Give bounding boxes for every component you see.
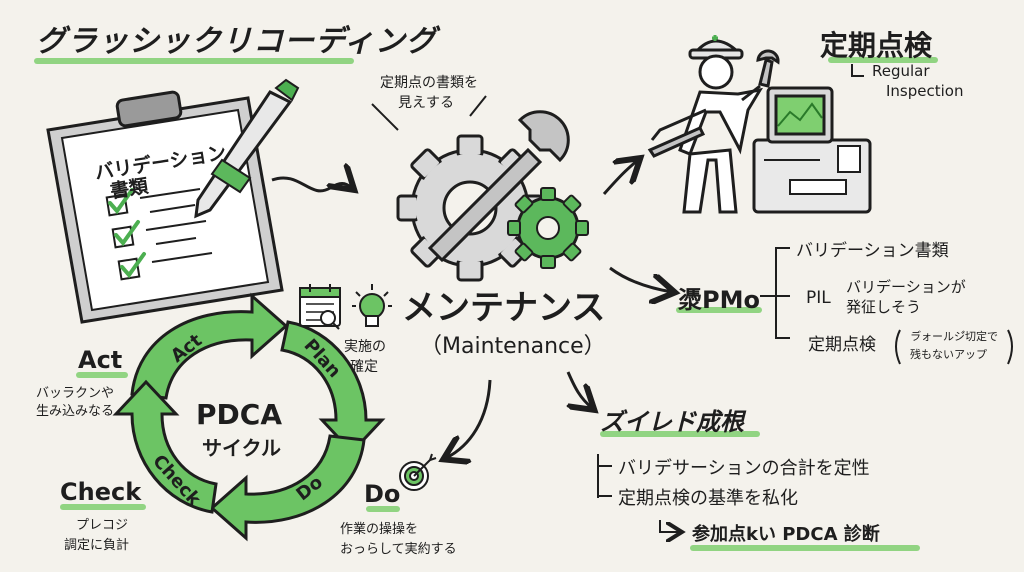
lightbulb-icon (352, 284, 392, 327)
maintenance-label-en: （Maintenance） (420, 334, 606, 359)
calendar-icon (299, 284, 341, 330)
act-title: Act (78, 346, 123, 374)
pen-icon (194, 78, 300, 219)
target-icon (399, 453, 437, 491)
pmo-item-2-line1: バリデーションが (846, 278, 966, 296)
do-title: Do (364, 480, 401, 508)
check-title: Check (60, 478, 142, 506)
growth-title: ズイレド成根 (600, 408, 744, 436)
inspection-highlight (828, 57, 938, 63)
wrench-icon (427, 110, 570, 263)
page-title: グラッシックリコーディング (36, 24, 437, 59)
act-highlight (76, 372, 128, 378)
pmo-item-3-note1: ラ゙ォールジ゙切定で (910, 330, 998, 343)
inspection-sub-line1: Regular (872, 62, 930, 80)
pdca-cycle-arrows (112, 292, 386, 542)
check-highlight (60, 504, 146, 510)
growth-item-1: バリデサーションの合計を定性 (618, 458, 870, 479)
growth-highlight (600, 431, 760, 437)
check-line-2: 調定に負計 (64, 538, 130, 553)
center-note-line1: 定期点の書類を (380, 75, 478, 91)
center-note-line2: 見えする (398, 95, 454, 111)
plan-note-line-1: 実施の (344, 339, 386, 355)
do-line-1: 作業の操操を (340, 522, 419, 537)
maintenance-label: メンテナンス (402, 288, 606, 328)
pmo-item-3-note2: 残もないアップ (910, 348, 987, 361)
title-highlight (34, 58, 354, 64)
inspection-sub-line2: Inspection (886, 82, 964, 100)
worker-wrench-icon (647, 49, 780, 158)
check-line-1: プレコジ (76, 518, 129, 533)
worker-illustration (650, 35, 763, 214)
growth-item-2: 定期点検の基準を私化 (618, 488, 798, 509)
pmo-highlight (676, 307, 762, 313)
inspection-title: 定期点検 (820, 29, 933, 62)
pdca-diagnosis-highlight (690, 545, 920, 551)
pmo-item-3: 定期点検 (808, 335, 876, 355)
machine-illustration (752, 86, 872, 214)
plan-note-line-2: 確定 (350, 359, 378, 375)
pdca-center-title: PDCA (196, 398, 282, 431)
do-highlight (366, 506, 400, 512)
pmo-title: 㵗PMo (678, 286, 760, 314)
clipboard-icon (46, 90, 284, 324)
pdca-center-subtitle: サイクル (202, 436, 281, 460)
do-line-2: おっらして実約する (340, 542, 457, 557)
small-gear-icon (507, 187, 589, 269)
growth-item-3: 参加点kい PDCA 診断 (692, 524, 880, 545)
pmo-item-2-line2: 発征しそう (846, 298, 922, 316)
pmo-item-1: バリデーション書類 (796, 241, 949, 261)
pmo-item-2-prefix: PIL (806, 288, 831, 308)
act-line-2: 生み込みなる (36, 404, 115, 419)
act-line-1: バッラクンや (36, 386, 115, 401)
